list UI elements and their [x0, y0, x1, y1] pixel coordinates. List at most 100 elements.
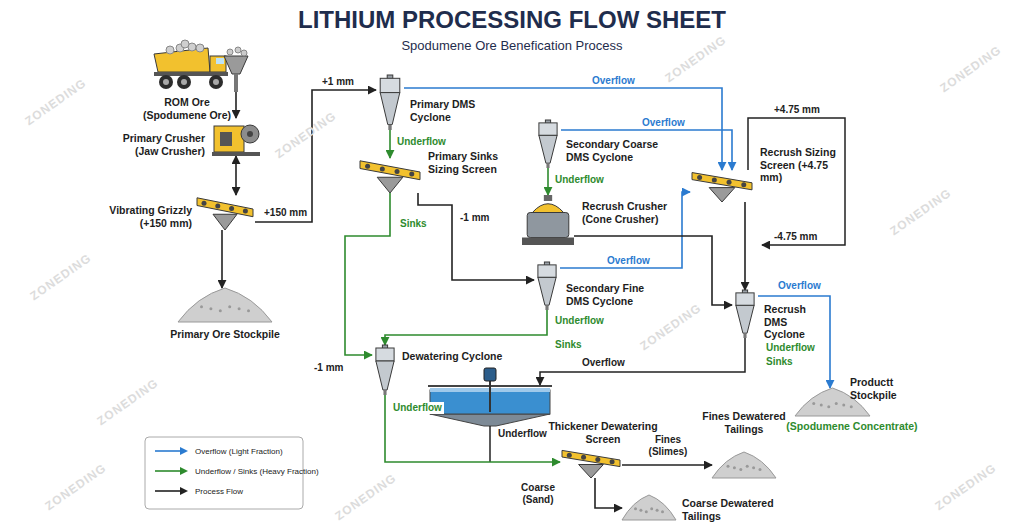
equipment-node: Recrush Crusher (Cone Crusher): [522, 195, 574, 245]
process-line: [622, 464, 712, 466]
watermark: ZONEDING: [94, 376, 160, 428]
cyclone-icon: [372, 345, 398, 395]
pile-icon: [712, 452, 776, 478]
flow-label: Underflow: [391, 402, 444, 414]
process-line: [595, 478, 622, 508]
flow-label: +4.75 mm: [772, 104, 822, 116]
process-line: [489, 426, 491, 462]
equipment-label: Primary Ore Stockpile: [160, 328, 290, 341]
cyclone-icon: [535, 120, 561, 168]
equipment-label: Primary Crusher (Jaw Crusher): [105, 132, 205, 157]
overflow-line: [561, 130, 732, 170]
equipment-label: Recrush Crusher (Cone Crusher): [582, 200, 677, 225]
equipment-node: Recrush Sizing Screen (+4.75 mm): [690, 170, 754, 202]
equipment-label: Vibrating Grizzly (+150 mm): [92, 204, 192, 229]
watermark: ZONEDING: [637, 301, 703, 353]
flow-label: Underflow: [553, 174, 606, 186]
overflow-line: [560, 192, 690, 268]
equipment-node: Dewatering Cyclone: [372, 345, 398, 395]
underflow-line: [345, 193, 390, 355]
title: LITHIUM PROCESSING FLOW SHEET: [0, 6, 1024, 34]
thickener: [428, 368, 552, 426]
flow-label: Fines (Slimes): [636, 434, 700, 458]
watermark: ZONEDING: [272, 109, 338, 161]
screen-icon: [195, 195, 255, 230]
flow-label: -1 mm: [312, 362, 345, 374]
cyclone-icon: [534, 262, 560, 310]
equipment-node: Primary Crusher (Jaw Crusher): [212, 118, 260, 156]
underflow-line: [385, 395, 560, 462]
watermark: ZONEDING: [662, 33, 728, 85]
equipment-node: Primary Ore Stockpile: [178, 288, 272, 322]
overflow-line: [758, 296, 830, 388]
underflow-line: [547, 168, 549, 195]
recycle-line: [748, 118, 845, 245]
cyclone-icon: [732, 290, 758, 338]
equipment-label: Productt Stockpile: [850, 376, 920, 401]
equipment-node: Coarse Dewatered Tailings: [622, 495, 676, 520]
flow-label: Sinks: [553, 339, 584, 351]
legend-text: Overflow (Light Fraction): [195, 447, 283, 456]
watermark: ZONEDING: [22, 76, 88, 128]
equipment-label: Primary Sinks Sizing Screen: [428, 150, 510, 175]
equipment-label: Secondary Coarse DMS Cyclone: [566, 138, 666, 163]
underflow-line: [389, 130, 391, 158]
legend-entry: Underflow / Sinks (Heavy Fraction): [153, 466, 319, 476]
flow-label: Underflow: [496, 428, 549, 440]
equipment-node: Primary DMS Cyclone: [376, 75, 404, 130]
watermark: ZONEDING: [932, 461, 998, 513]
flow-label: Sinks: [764, 356, 795, 368]
flow-label: Overflow: [640, 117, 687, 129]
flow-label: Overflow: [776, 280, 823, 292]
flow-label: -1 mm: [458, 212, 491, 224]
flow-label: Coarse (Sand): [512, 482, 564, 506]
flow-label: Overflow: [580, 357, 627, 369]
watermark: ZONEDING: [27, 251, 93, 303]
process-line: [744, 202, 746, 290]
flow-label: Underflow: [764, 342, 817, 354]
legend-line: [153, 446, 189, 456]
watermark: ZONEDING: [887, 186, 953, 238]
equipment-label: Primary DMS Cyclone: [410, 98, 488, 123]
pile-icon: [622, 495, 676, 520]
legend-entry: Overflow (Light Fraction): [153, 446, 283, 456]
pile-icon: [178, 288, 272, 322]
flow-label: Underflow: [395, 136, 448, 148]
flow-label: Overflow: [605, 255, 652, 267]
equipment-label: (Spodumene Concentrate): [782, 420, 922, 433]
flow-label: +1 mm: [320, 76, 356, 88]
equipment-label: ROM Ore (Spodumene Ore): [142, 96, 232, 121]
flow-label: +150 mm: [262, 207, 309, 219]
equipment-label: Coarse Dewatered Tailings: [682, 497, 792, 522]
equipment-label: Dewatering Cyclone: [402, 350, 522, 363]
legend-entry: Process Flow: [153, 486, 243, 496]
equipment-label: Secondary Fine DMS Cyclone: [566, 282, 661, 307]
flow-label: Sinks: [398, 218, 429, 230]
screen-icon: [690, 170, 754, 202]
equipment-node: Fines Dewatered Tailings: [712, 452, 776, 478]
screen-icon: [560, 448, 622, 478]
watermark: ZONEDING: [937, 43, 1003, 95]
cyclone-icon: [376, 75, 404, 130]
equipment-node: ROM Ore (Spodumene Ore): [150, 42, 250, 92]
equipment-node: Vibrating Grizzly (+150 mm): [195, 195, 255, 230]
equipment-node: Productt Stockpile(Spodumene Concentrate…: [795, 388, 870, 416]
process-line: [418, 193, 534, 280]
process-line: [235, 92, 237, 118]
equipment-label: Recrush DMS Cyclone: [764, 303, 830, 341]
flow-label: Overflow: [590, 75, 637, 87]
flow-label: Underflow: [553, 315, 606, 327]
legend-text: Process Flow: [195, 487, 243, 496]
flow-label: -4.75 mm: [772, 231, 819, 243]
equipment-node: Secondary Coarse DMS Cyclone: [535, 120, 561, 168]
equipment-label: Fines Dewatered Tailings: [700, 410, 788, 435]
watermark: ZONEDING: [42, 461, 108, 513]
equipment-label: Recrush Sizing Screen (+4.75 mm): [760, 146, 840, 184]
legend-line: [153, 466, 189, 476]
screen-icon: [358, 158, 422, 193]
process-line: [255, 90, 376, 222]
truck-icon: [150, 42, 250, 92]
